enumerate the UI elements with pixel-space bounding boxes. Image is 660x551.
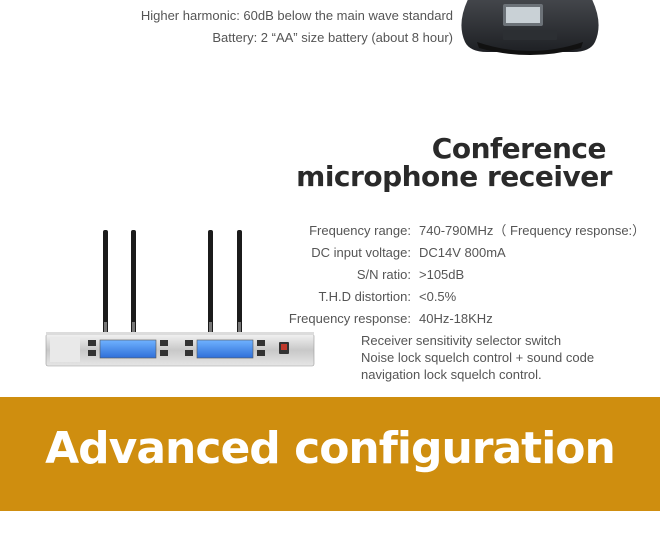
advanced-config-banner: Advanced configuration xyxy=(0,397,660,511)
feature-note: Receiver sensitivity selector switch xyxy=(361,333,562,348)
microphone-base-image xyxy=(461,0,599,55)
spec-value: >105dB xyxy=(419,267,465,282)
feature-note: Noise lock squelch control + sound code xyxy=(361,350,595,365)
spec-row: S/N ratio: >105dB xyxy=(270,264,645,286)
receiver-image xyxy=(45,230,315,367)
title-line-1: Conference xyxy=(431,132,607,165)
section-title: Conference microphone receiver xyxy=(296,135,612,191)
banner-heading: Advanced configuration xyxy=(45,423,616,474)
spec-label: S/N ratio: xyxy=(356,267,411,282)
spec-value: <0.5% xyxy=(419,289,457,304)
receiver-spec-list: Frequency range: 740-790MHz（ Frequency r… xyxy=(270,220,645,383)
feature-notes: Receiver sensitivity selector switch Noi… xyxy=(361,332,645,383)
spec-value: 40Hz-18KHz xyxy=(419,311,493,326)
spec-harmonic: Higher harmonic: 60dB below the main wav… xyxy=(140,8,453,23)
title-line-2: microphone receiver xyxy=(296,160,612,193)
spec-row: Frequency range: 740-790MHz（ Frequency r… xyxy=(270,220,645,242)
spec-label: T.H.D distortion: xyxy=(318,289,411,304)
spec-label: Frequency range: xyxy=(309,223,411,238)
top-spec-list: Higher harmonic: 60dB below the main wav… xyxy=(141,5,453,49)
spec-row: Frequency response: 40Hz-18KHz xyxy=(270,308,645,330)
spec-row: DC input voltage: DC14V 800mA xyxy=(270,242,645,264)
spec-battery: Battery: 2 “AA” size battery (about 8 ho… xyxy=(212,30,453,45)
spec-row: T.H.D distortion: <0.5% xyxy=(270,286,645,308)
spec-value: 740-790MHz（ Frequency response:） xyxy=(419,223,646,238)
spec-label: DC input voltage: xyxy=(311,245,411,260)
feature-note: navigation lock squelch control. xyxy=(361,367,542,382)
spec-value: DC14V 800mA xyxy=(419,245,506,260)
spec-label: Frequency response: xyxy=(288,311,411,326)
